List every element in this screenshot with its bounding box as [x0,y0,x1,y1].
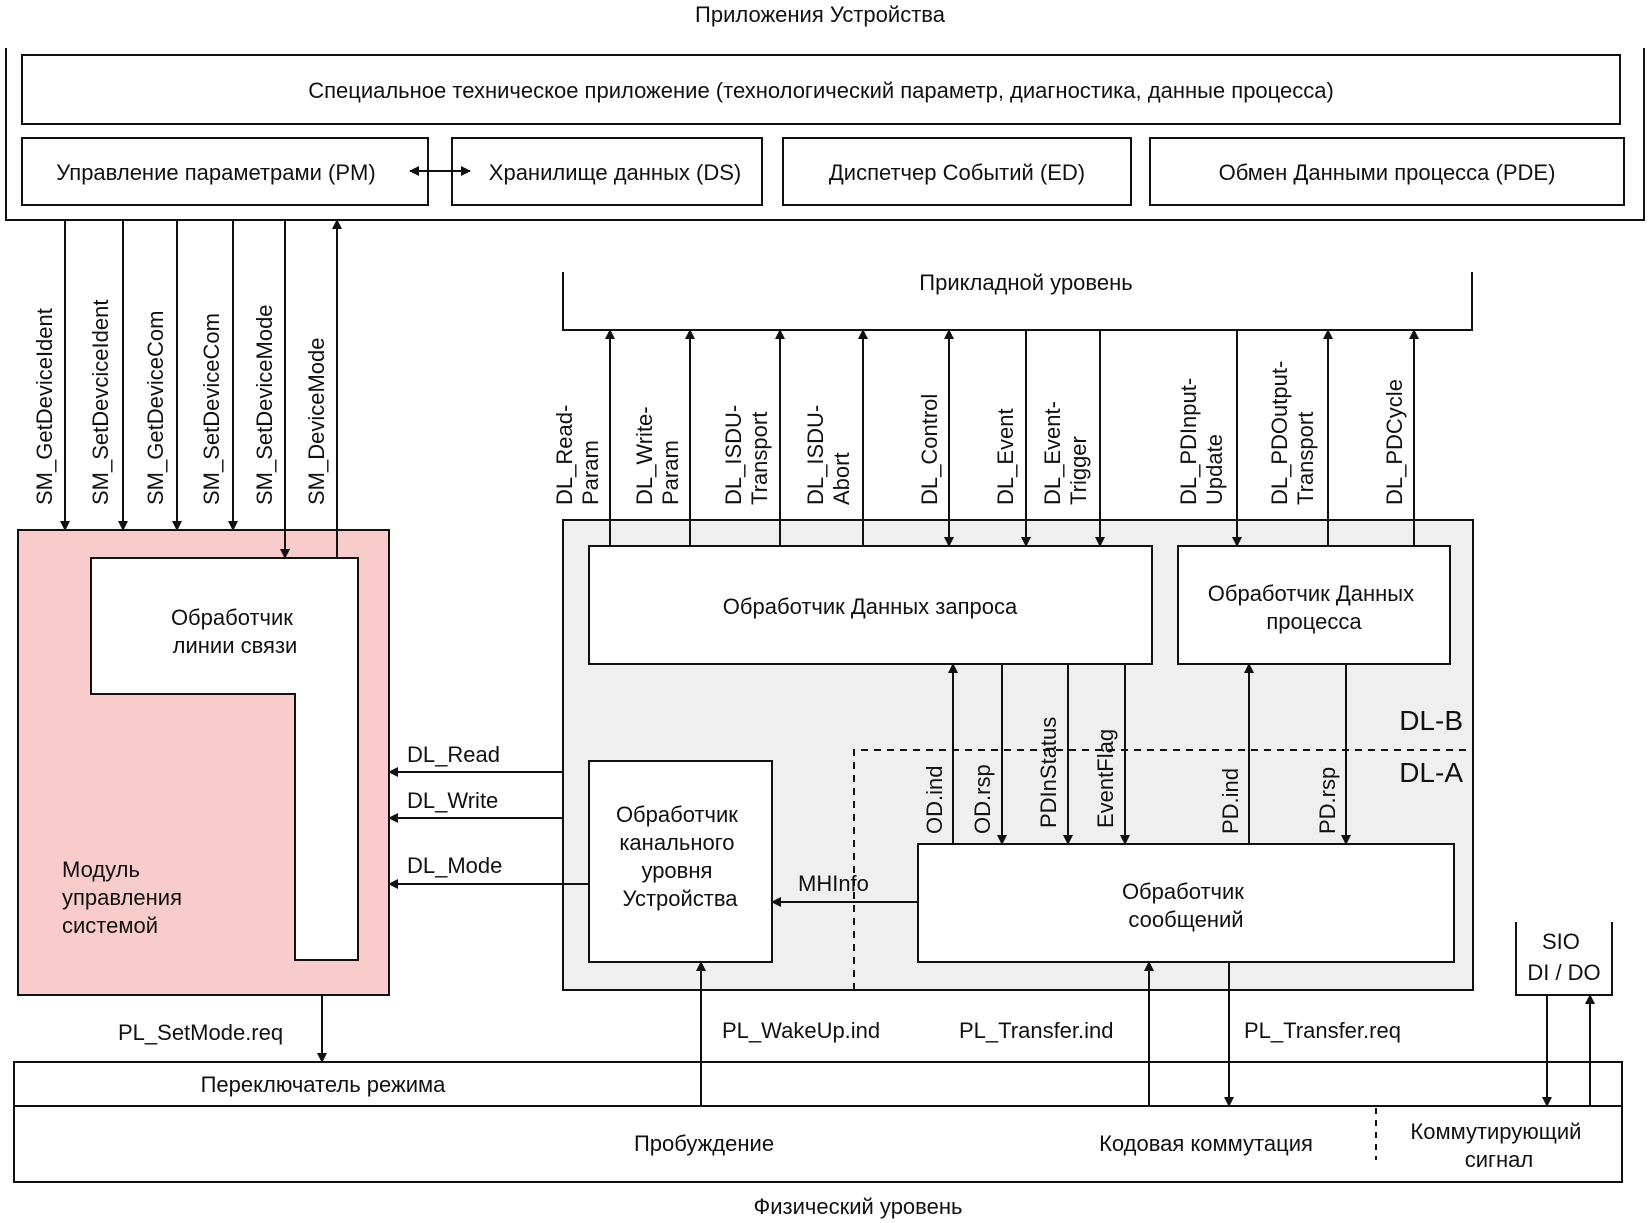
physical-layer-title: Физический уровень [754,1194,963,1219]
dl-service-label-8: DL_PDInput- Update [1176,372,1227,505]
dl-service-label-10: DL_PDCycle [1382,379,1407,505]
pde-box [1149,137,1625,206]
line-handler-box [90,557,359,961]
od-rsp-label: OD.rsp [970,764,995,834]
ds-box [451,137,763,206]
sm-label-2: SM_SetDevciceIdent [88,300,113,505]
pl-wakeup-label: PL_WakeUp.ind [722,1018,880,1043]
pde-label: Обмен Данными процесса (PDE) [1219,160,1556,185]
dl-service-label-3: DL_ISDU- Transport [721,399,772,505]
dl-service-label-9: DL_PDOutput- Transport [1267,355,1318,505]
sio-label: SIO DI / DO [1527,929,1600,985]
pm-label: Управление параметрами (PM) [56,160,375,185]
dl-service-label-1: DL_Read- Param [552,399,603,505]
process-handler-label: Обработчик Данных процесса [1208,581,1420,634]
line-handler-label: Обработчик линии связи [171,605,299,658]
dl-service-label-6: DL_Event [993,408,1018,505]
sm-label-3: SM_GetDeviceCom [143,311,168,505]
dl-service-label-2: DL_Write- Param [632,400,683,505]
code-switching-label: Кодовая коммутация [1099,1131,1313,1156]
pd-ind-label: PD.ind [1218,768,1243,834]
ed-label: Диспетчер Событий (ED) [829,160,1085,185]
dl-mode-label: DL_Mode [407,853,502,878]
pd-rsp-label: PD.rsp [1315,767,1340,834]
dl-read-label: DL_Read [407,742,500,767]
physical-layer-bracket [13,1106,1623,1183]
channel-handler-box [588,760,773,963]
sm-label-5: SM_SetDeviceMode [252,304,277,505]
dl-a-b-boundary [853,749,1472,990]
request-handler-box [588,545,1153,665]
dl-b-label: DL-B [1399,705,1463,736]
mode-switch-label: Переключатель режима [201,1072,447,1097]
wakeup-label: Пробуждение [634,1131,774,1156]
mhinfo-label: MHInfo [798,871,869,896]
pl-transfer-req-label: PL_Transfer.req [1244,1018,1401,1043]
dl-a-label: DL-A [1399,757,1463,788]
pl-setmode-label: PL_SetMode.req [118,1020,283,1045]
ed-box [782,137,1132,206]
system-module-label: Модуль управления системой [62,857,188,938]
dl-service-label-5: DL_Control [917,394,942,505]
special-app-box [21,54,1621,125]
app-layer-title: Прикладной уровень [919,270,1132,295]
dl-service-label-7: DL_Event- Trigger [1040,395,1091,505]
ds-label: Хранилище данных (DS) [489,160,741,185]
request-handler-label: Обработчик Данных запроса [723,594,1018,619]
device-apps-bracket [5,48,1645,221]
sm-label-1: SM_GetDeviceIdent [32,308,57,505]
od-ind-label: OD.ind [922,766,947,834]
message-handler-label: Обработчик сообщений [1122,879,1250,932]
pl-transfer-ind-label: PL_Transfer.ind [959,1018,1114,1043]
sio-bracket [1515,922,1613,996]
eventflag-label: EventFlag [1093,729,1118,828]
dl-service-label-4: DL_ISDU- Abort [803,399,854,505]
pm-box [21,137,429,206]
app-layer-bracket [562,272,1473,331]
sm-label-4: SM_SetDeviceCom [199,313,224,505]
sm-label-6: SM_DeviceMode [304,337,329,505]
dl-write-label: DL_Write [407,788,498,813]
channel-handler-label: Обработчик канального уровня Устройства [616,802,744,911]
switching-signal-label: Коммутирующий сигнал [1410,1119,1587,1172]
special-app-label: Специальное техническое приложение (техн… [308,78,1334,103]
message-handler-box [917,843,1455,963]
mode-switch-bar [13,1061,1623,1107]
device-apps-title: Приложения Устройства [695,2,946,27]
pdinstatus-label: PDInStatus [1036,717,1061,828]
process-handler-box [1177,545,1451,665]
